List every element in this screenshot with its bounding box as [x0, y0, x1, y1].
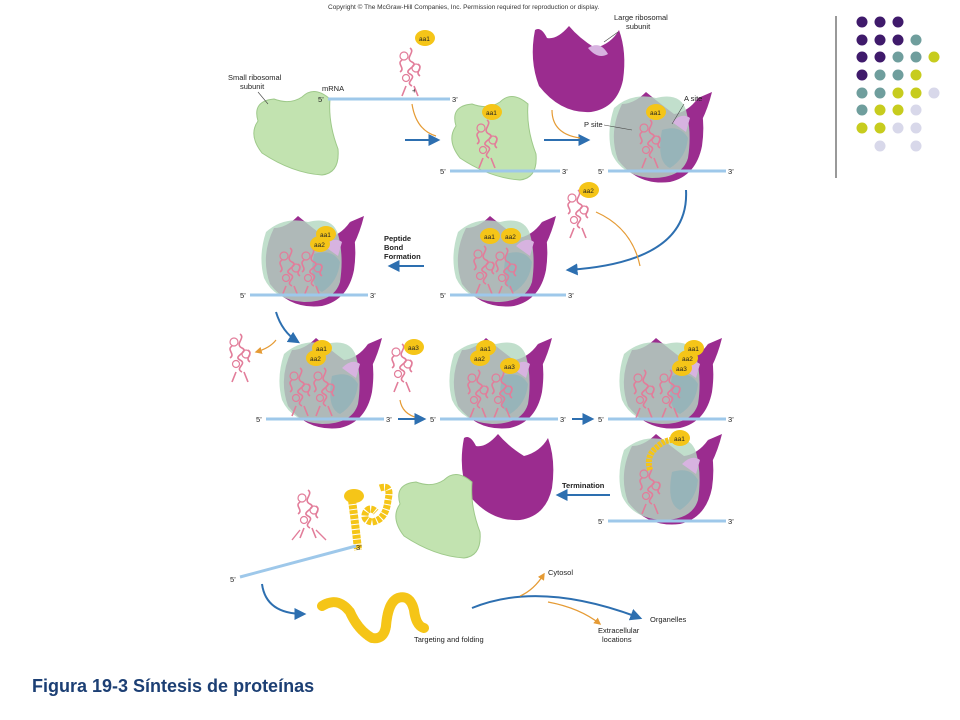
- peptide-label-2: Bond: [384, 243, 404, 252]
- trna-aa3-incoming: aa3: [391, 339, 424, 393]
- released-mrna: [239, 544, 357, 579]
- small-ribosomal-subunit-free: [253, 90, 339, 176]
- cytosol-label: Cytosol: [548, 568, 573, 577]
- mrna-5prime-5: 5’: [240, 291, 246, 300]
- mrna-3prime-10: 3’: [356, 543, 362, 552]
- targeting-folding-label: Targeting and folding: [414, 635, 484, 644]
- arrow-step-3: [565, 189, 688, 276]
- aa2-label-4: aa2: [310, 356, 321, 363]
- extracellular-label-1: Extracellular: [598, 626, 640, 635]
- released-polypeptide: [344, 483, 393, 551]
- mrna-label: mRNA: [322, 84, 344, 93]
- ribosome-stage-7: aa1 aa2 aa3: [449, 338, 552, 429]
- released-small-subunit: [395, 473, 481, 559]
- plus-sign: +: [412, 86, 417, 95]
- small-subunit-label-2: subunit: [240, 82, 265, 91]
- aa1-label-1: aa1: [419, 36, 430, 43]
- mrna-5prime-9: 5’: [598, 517, 604, 526]
- mrna-5prime-7: 5’: [430, 415, 436, 424]
- mrna-5prime-1: 5’: [318, 95, 324, 104]
- aa1-label-3: aa1: [650, 110, 661, 117]
- mrna-3prime-9: 3’: [728, 517, 734, 526]
- mrna-5prime-4: 5’: [440, 291, 446, 300]
- large-ribosomal-subunit-free: [532, 26, 625, 113]
- mrna-3prime-2: 3’: [562, 167, 568, 176]
- large-subunit-label-2: subunit: [626, 22, 651, 31]
- mrna-5prime-6: 5’: [256, 415, 262, 424]
- initiation-complex: aa1: [451, 95, 537, 181]
- arrow-step-5: [275, 311, 301, 344]
- mrna-3prime-7: 3’: [560, 415, 566, 424]
- released-trna: [229, 333, 251, 383]
- mrna-5prime-10: 5’: [230, 575, 236, 584]
- mrna-3prime-3: 3’: [728, 167, 734, 176]
- mrna-3prime-8: 3’: [728, 415, 734, 424]
- mrna-5prime-8: 5’: [598, 415, 604, 424]
- mrna-5prime-2: 5’: [440, 167, 446, 176]
- large-subunit-label-1: Large ribosomal: [614, 13, 668, 22]
- small-subunit-label-1: Small ribosomal: [228, 73, 282, 82]
- aa2-label-6: aa2: [682, 356, 693, 363]
- aa2-label-2: aa2: [505, 234, 516, 241]
- ribosome-stage-3: aa1: [609, 92, 712, 183]
- trna-aa2-incoming: aa2: [567, 182, 599, 239]
- aa2-label-3: aa2: [314, 242, 325, 249]
- aa1-label-5: aa1: [320, 232, 331, 239]
- ribosome-stage-5: aa1 aa2: [261, 216, 364, 307]
- mrna-5prime-3: 5’: [598, 167, 604, 176]
- a-site-label: A site: [684, 94, 702, 103]
- aa1-label-2: aa1: [486, 110, 497, 117]
- p-site-label: P site: [584, 120, 603, 129]
- peptide-label-1: Peptide: [384, 234, 411, 243]
- arrow-to-organelles: [471, 595, 643, 621]
- figure-caption: Figura 19-3 Síntesis de proteínas: [32, 676, 315, 696]
- ribosome-stage-4: aa1 aa2: [453, 216, 556, 307]
- trna-aa1-free: aa1: [399, 30, 435, 97]
- ribosome-stage-6: aa1 aa2: [279, 338, 382, 429]
- aa1-label-6: aa1: [316, 346, 327, 353]
- aa2-label-5: aa2: [474, 356, 485, 363]
- aa1-label-9: aa1: [674, 436, 685, 443]
- aa2-label-1: aa2: [583, 188, 594, 195]
- mrna-3prime-6: 3’: [386, 415, 392, 424]
- aa3-label-2: aa3: [504, 364, 515, 371]
- mrna-3prime-5: 3’: [370, 291, 376, 300]
- mrna-3prime-4: 3’: [568, 291, 574, 300]
- ribosome-stage-8: aa1 aa2 aa3: [619, 338, 722, 429]
- released-large-subunit: [461, 434, 554, 521]
- extracellular-label-2: locations: [602, 635, 632, 644]
- mrna-3prime-1: 3’: [452, 95, 458, 104]
- termination-label: Termination: [562, 481, 605, 490]
- arrow-to-folding: [261, 583, 307, 620]
- peptide-label-3: Formation: [384, 252, 421, 261]
- released-trna-final: [291, 489, 327, 541]
- aa3-label-3: aa3: [676, 366, 687, 373]
- ribosome-termination: aa1: [619, 430, 722, 525]
- aa3-label-1: aa3: [408, 345, 419, 352]
- aa1-label-8: aa1: [688, 346, 699, 353]
- folded-polypeptide: [317, 592, 429, 644]
- aa1-label-7: aa1: [480, 346, 491, 353]
- organelles-label: Organelles: [650, 615, 687, 624]
- copyright-notice: Copyright © The McGraw-Hill Companies, I…: [328, 4, 600, 11]
- aa1-label-4: aa1: [484, 234, 495, 241]
- decorative-dot-grid: [856, 16, 940, 152]
